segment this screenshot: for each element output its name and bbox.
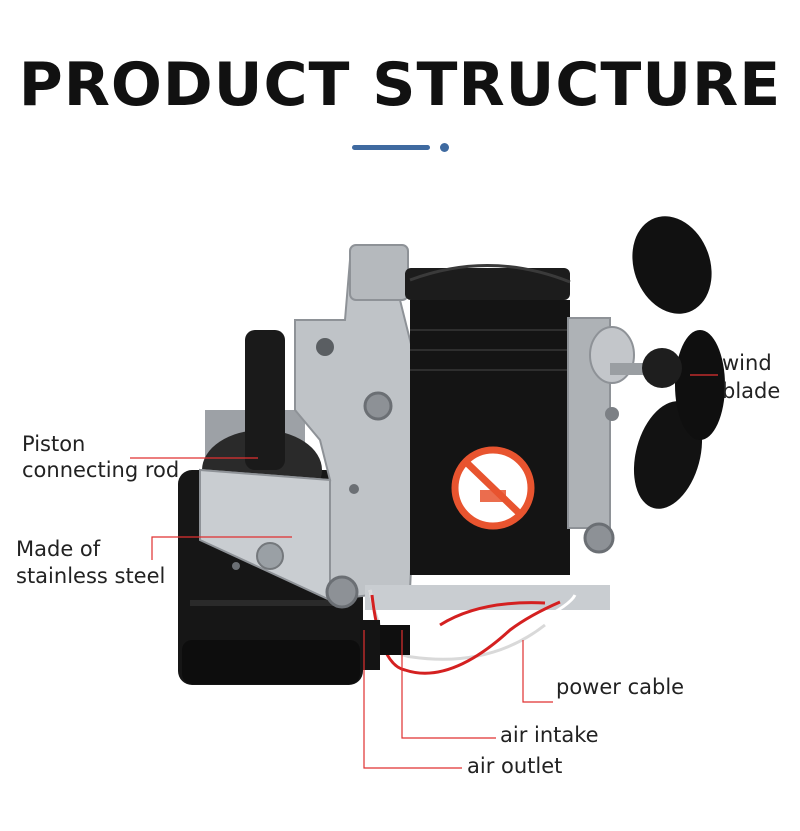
label-air-outlet: air outlet	[467, 754, 563, 778]
label-wind-blade-2: blade	[722, 379, 781, 403]
label-piston-2: connecting rod	[22, 458, 180, 482]
label-material-1: Made of	[16, 537, 101, 561]
motor-shaft-bracket	[365, 317, 650, 610]
label-material-2: stainless steel	[16, 564, 166, 588]
label-wind-blade-1: wind	[722, 351, 772, 375]
air-outlet-port	[360, 620, 380, 670]
page-title: PRODUCT STRUCTURE	[18, 50, 782, 120]
label-piston-1: Piston	[22, 432, 86, 456]
air-intake-port	[380, 625, 410, 655]
label-power-cable: power cable	[556, 675, 685, 699]
wind-blade	[632, 216, 725, 509]
pump-motor-image	[178, 216, 725, 685]
label-air-intake: air intake	[500, 723, 599, 747]
title-divider-dot	[440, 143, 449, 152]
title-divider-bar	[352, 145, 430, 150]
motor-stator	[405, 264, 571, 575]
